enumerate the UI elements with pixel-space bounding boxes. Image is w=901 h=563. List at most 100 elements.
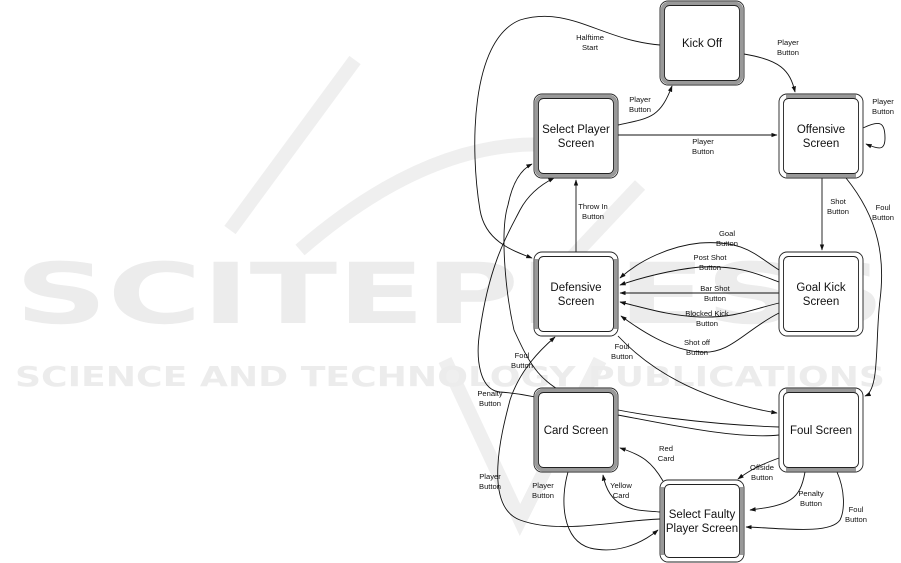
watermark-title: SCITEPRESS [15,245,885,343]
edge-halftime-start [474,15,661,259]
edge-label: Player [479,472,501,481]
edge-label: Bar Shot [700,284,730,293]
edge-label: Card [613,491,629,500]
edges [474,15,886,551]
edge-label: Foul [876,203,891,212]
edge-label: Button [479,399,501,408]
edge-foul-sfp [745,471,844,530]
edge-label: Throw In [578,202,608,211]
node-inner-border [783,256,859,332]
edge-label: Button [827,207,849,216]
edge-label: Start [582,43,599,52]
edge-label: Button [582,212,604,221]
edge-label: Button [692,147,714,156]
edge-kickoff-to-off [743,53,796,93]
edge-label: Button [872,107,894,116]
edge-def-foul [617,335,778,415]
node-label: Screen [558,138,594,150]
node-label: Goal Kick [796,282,845,294]
edge-label: Button [872,213,894,222]
node-frame [660,1,744,85]
edge-off-self [862,122,886,149]
edge-label: Button [777,48,799,57]
edge-label: Goal [719,229,735,238]
edge-label: Card [658,454,674,463]
edge-off-foul [845,177,883,397]
node-frame [534,388,618,472]
edge-penalty-to-sp [477,177,780,437]
node-label: Screen [803,296,839,308]
node-label: Card Screen [544,425,609,437]
node-label: Offensive [797,124,845,136]
edge-label: Offside [750,463,774,472]
node-inner-border [538,256,614,332]
edge-foul-to-def [503,163,780,428]
edge-label: Shot off [684,338,711,347]
node-label: Screen [558,296,594,308]
state-node-kickoff: Kick Off [659,0,745,86]
edge-label: Button [629,105,651,114]
state-node-foul: Foul Screen [778,387,864,473]
edge-label: Post Shot [694,253,728,262]
node-inner-border [664,484,740,558]
edge-label: Penalty [798,489,824,498]
edge-label: Player [692,137,714,146]
edge-label: Button [800,499,822,508]
edge-labels: HalftimeStartPlayerButtonPlayerButtonPla… [477,33,894,524]
node-label: Player Screen [666,523,738,535]
node-inner-border [538,98,614,174]
edge-offside [737,457,780,480]
edge-label: Button [479,482,501,491]
state-node-card: Card Screen [533,387,619,473]
edge-post-shot [619,266,780,286]
node-label: Select Player [542,124,610,136]
edge-label: Button [704,294,726,303]
watermark-subtitle: SCIENCE AND TECHNOLOGY PUBLICATIONS [15,360,885,393]
edge-label: Player [872,97,894,106]
edge-penalty-sfp [749,471,806,512]
node-inner-border [783,98,859,174]
node-inner-border [538,392,614,468]
edge-shot-off [620,312,780,353]
edge-label: Player [777,38,799,47]
node-inner-border [783,392,859,468]
node-label: Foul Screen [790,425,852,437]
edge-label: Penalty [477,389,503,398]
edge-label: Button [716,239,738,248]
node-label: Kick Off [682,38,723,50]
edge-label: Halftime [576,33,604,42]
edge-label: Button [686,348,708,357]
edge-label: Button [511,361,533,370]
edge-label: Player [532,481,554,490]
edge-label: Blocked Kick [685,309,729,318]
edge-red-card [619,447,664,482]
edge-label: Button [751,473,773,482]
node-label: Select Faulty [669,509,736,521]
edge-label: Button [532,491,554,500]
edge-card-to-sfp [563,471,659,551]
edge-sfp-to-sp [497,336,661,528]
edge-label: Foul [849,505,864,514]
edge-label: Button [696,319,718,328]
edge-label: Button [611,352,633,361]
edge-sp-to-kickoff [617,85,673,126]
edge-label: Shot [830,197,847,206]
edge-blocked-kick [619,301,780,318]
node-label: Screen [803,138,839,150]
edge-label: Button [699,263,721,272]
edge-label: Yellow [610,481,632,490]
node-label: Defensive [550,282,601,294]
edge-goal [619,242,780,279]
edge-label: Button [845,515,867,524]
node-frame [534,94,618,178]
node-inner-border [664,5,740,81]
edge-label: Player [629,95,651,104]
edge-label: Foul [515,351,530,360]
